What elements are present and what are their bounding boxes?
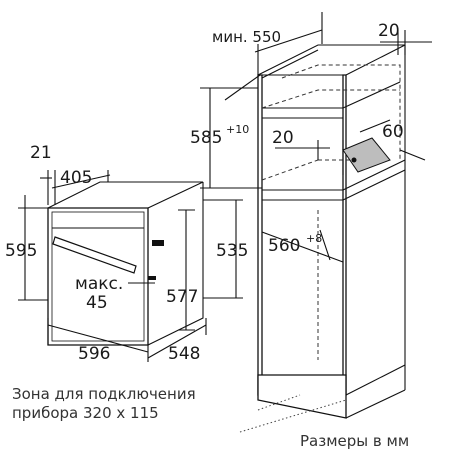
label-niche-width-min: мин. 550 bbox=[212, 28, 281, 46]
label-top-gap: 20 bbox=[378, 21, 400, 41]
note-connection-zone-line2: прибора 320 x 115 bbox=[12, 404, 159, 422]
cabinet-back-dashed bbox=[281, 64, 401, 160]
oven-bracket bbox=[152, 240, 164, 246]
notes: Зона для подключения прибора 320 x 115 Р… bbox=[12, 385, 409, 450]
label-oven-height: 595 bbox=[5, 241, 37, 261]
oven-top bbox=[47, 181, 204, 209]
dimension-labels: мин. 550 20 585 +10 20 60 560 +8 21 405 … bbox=[5, 21, 404, 364]
label-niche-height: 585 bbox=[190, 128, 222, 148]
label-oven-side-offset: 21 bbox=[30, 143, 52, 163]
oven-side bbox=[147, 182, 204, 346]
label-vent-depth: 60 bbox=[382, 122, 404, 142]
cabinet-top-edge bbox=[257, 44, 406, 76]
cabinet-plinth bbox=[257, 374, 347, 419]
label-niche-inner-width: 560 bbox=[268, 236, 300, 256]
note-connection-zone-line1: Зона для подключения bbox=[12, 385, 196, 403]
label-niche-inner-width-tol: +8 bbox=[306, 232, 322, 245]
label-oven-depth: 548 bbox=[168, 344, 200, 364]
label-oven-front-height: 535 bbox=[216, 241, 248, 261]
oven-drawing bbox=[47, 181, 204, 346]
oven-handle bbox=[52, 236, 137, 274]
cabinet-right-panel bbox=[342, 74, 347, 396]
label-oven-depth-side: 577 bbox=[166, 287, 198, 307]
vent-opening bbox=[342, 137, 391, 173]
note-units: Размеры в мм bbox=[300, 432, 409, 450]
label-oven-width: 596 bbox=[78, 344, 110, 364]
label-max: макс. bbox=[75, 274, 123, 294]
label-inner-gap: 20 bbox=[272, 128, 294, 148]
label-oven-width-top: 405 bbox=[60, 168, 92, 188]
label-niche-height-tol: +10 bbox=[226, 123, 249, 136]
cabinet-left-panel bbox=[257, 74, 263, 396]
cabinet-drawing bbox=[257, 44, 406, 419]
dimension-lines bbox=[18, 12, 432, 433]
label-max-value: 45 bbox=[86, 293, 108, 313]
